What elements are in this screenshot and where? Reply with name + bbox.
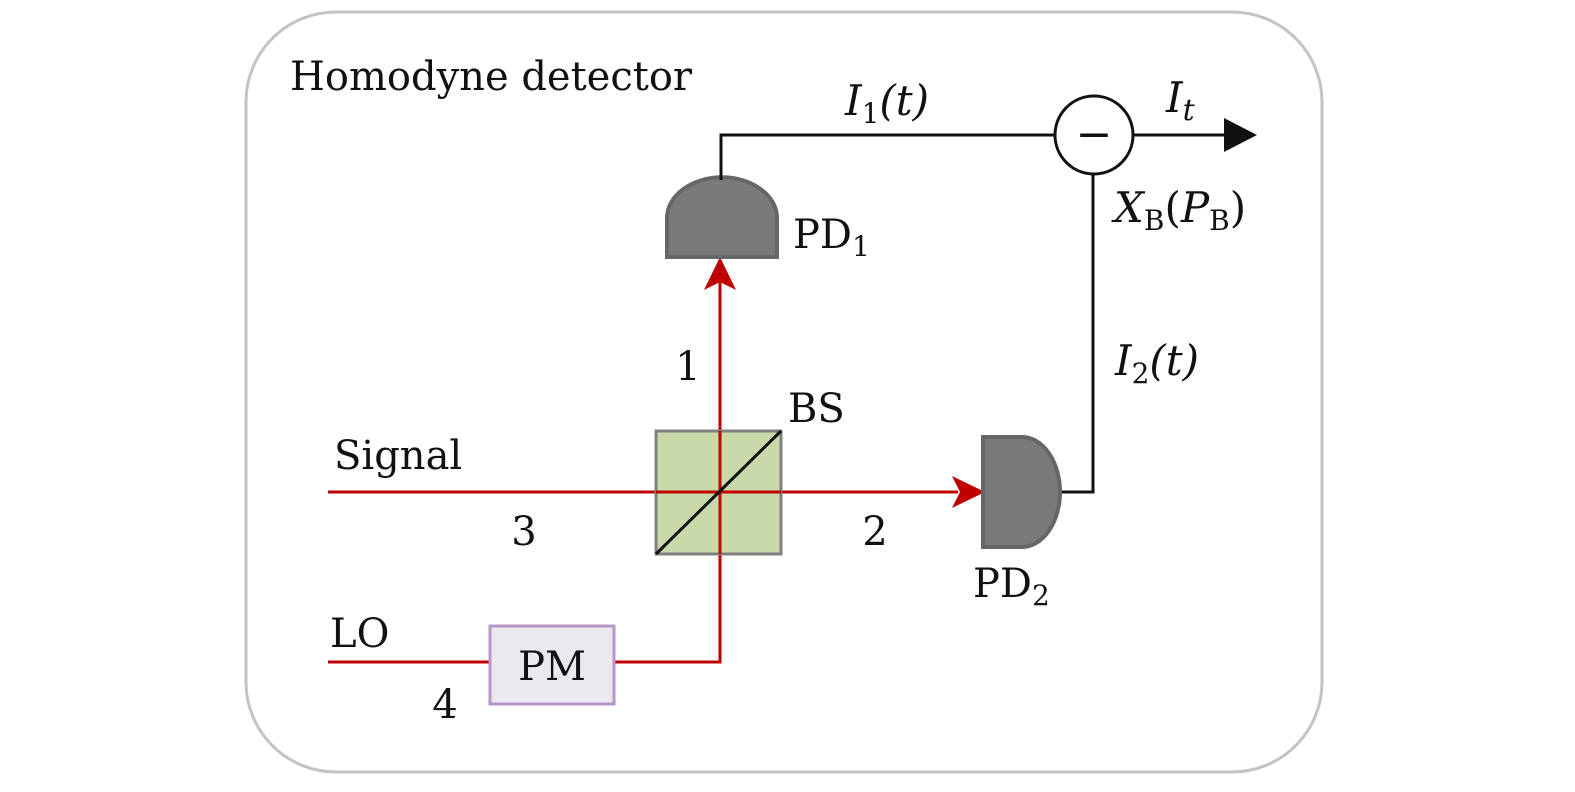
pd2-beam-arrowhead bbox=[952, 476, 985, 508]
lo-beam-to-bs bbox=[614, 282, 722, 664]
pd2-detector bbox=[981, 435, 1062, 549]
beam-splitter bbox=[654, 429, 783, 556]
subtractor-circle bbox=[1053, 94, 1135, 176]
port-4-label: 4 bbox=[432, 682, 457, 728]
bs-label: BS bbox=[788, 386, 845, 432]
pm-label: PM bbox=[518, 644, 586, 690]
pd2-label: PD2 bbox=[973, 561, 1050, 612]
phase-modulator-box bbox=[488, 624, 616, 706]
signal-label: Signal bbox=[334, 433, 462, 479]
output-arrow-icon bbox=[1224, 118, 1257, 152]
minus-icon: − bbox=[1076, 109, 1113, 160]
port-2-label: 2 bbox=[862, 509, 887, 555]
i1-label: I1(t) bbox=[844, 76, 929, 130]
port-3-label: 3 bbox=[511, 509, 536, 555]
it-label: It bbox=[1165, 73, 1196, 128]
pd1-beam-arrowhead bbox=[704, 257, 736, 290]
i1-wire bbox=[719, 133, 1055, 180]
port-1-label: 1 bbox=[675, 344, 700, 390]
lo-label: LO bbox=[330, 611, 389, 657]
i2-label: I2(t) bbox=[1114, 336, 1199, 390]
pd1-label: PD1 bbox=[793, 212, 870, 263]
i2-wire bbox=[1062, 175, 1095, 494]
xb-pb-label: XB(PB) bbox=[1111, 183, 1246, 237]
pd1-detector bbox=[665, 175, 779, 259]
diagram-title: Homodyne detector bbox=[290, 54, 693, 100]
detector-frame bbox=[244, 10, 1324, 774]
